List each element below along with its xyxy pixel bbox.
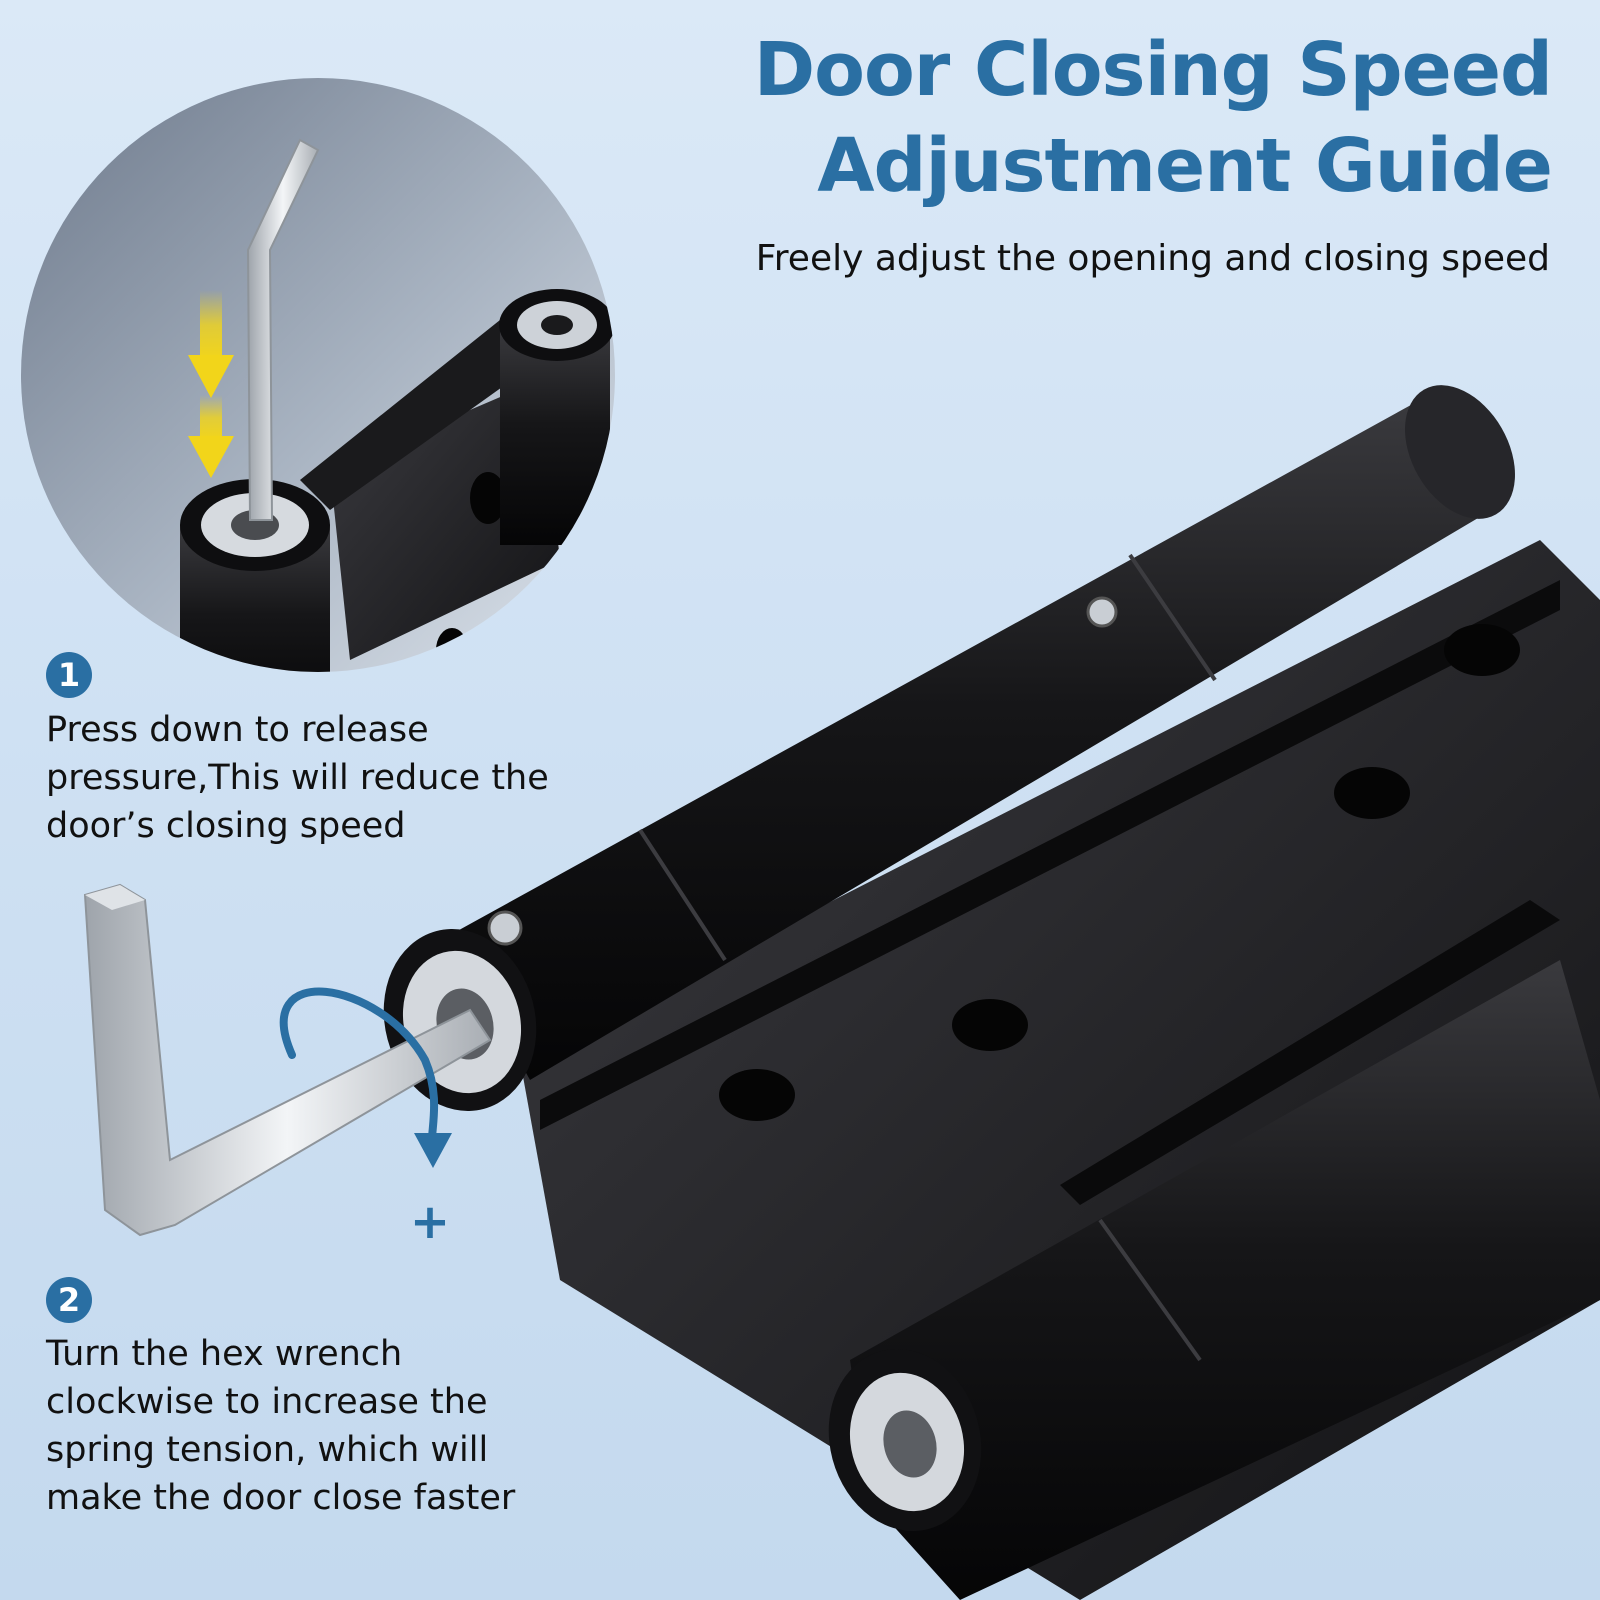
step-2-line-1: Turn the hex wrench — [46, 1334, 403, 1374]
step-2-line-4: make the door close faster — [46, 1478, 516, 1518]
press-down-arrow-icon — [188, 290, 234, 478]
page-title: Door Closing Speed Adjustment Guide — [753, 22, 1553, 214]
step-1-text: Press down to release pressure,This will… — [46, 706, 549, 850]
step-2-line-2: clockwise to increase the — [46, 1382, 488, 1422]
detail-circle — [21, 78, 615, 672]
step-1-line-3: door’s closing speed — [46, 806, 406, 846]
hex-wrench-icon — [83, 883, 492, 1237]
step-1-badge: 1 — [46, 652, 92, 698]
step-1-line-2: pressure,This will reduce the — [46, 758, 549, 798]
step-1-line-1: Press down to release — [46, 710, 429, 750]
clockwise-arrow-icon: + — [279, 987, 452, 1250]
page-subtitle: Freely adjust the opening and closing sp… — [755, 238, 1550, 279]
step-2-text: Turn the hex wrench clockwise to increas… — [46, 1330, 515, 1522]
step-2-badge: 2 — [46, 1277, 92, 1323]
hinge-icon — [383, 385, 1600, 1600]
title-line-1: Door Closing Speed — [753, 27, 1553, 113]
step-2-line-3: spring tension, which will — [46, 1430, 489, 1470]
rotation-plus-label: + — [410, 1194, 450, 1250]
title-line-2: Adjustment Guide — [817, 123, 1553, 209]
